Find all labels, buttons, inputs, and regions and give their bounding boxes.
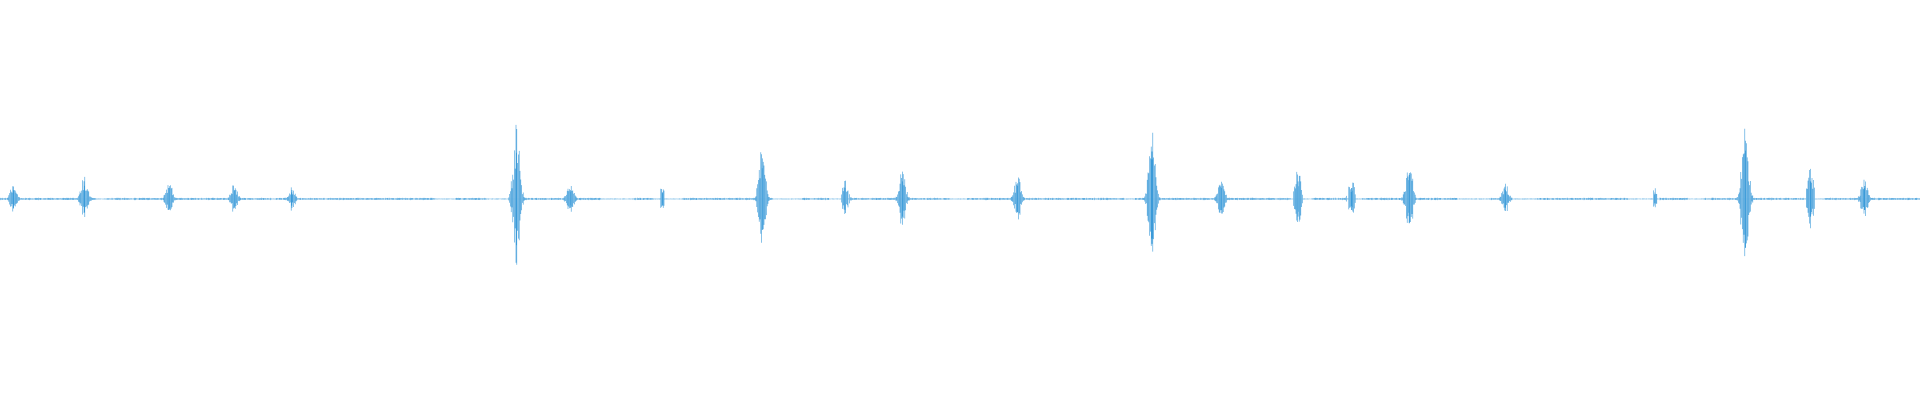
waveform-trace (0, 124, 1920, 265)
waveform-samples (0, 124, 1920, 265)
